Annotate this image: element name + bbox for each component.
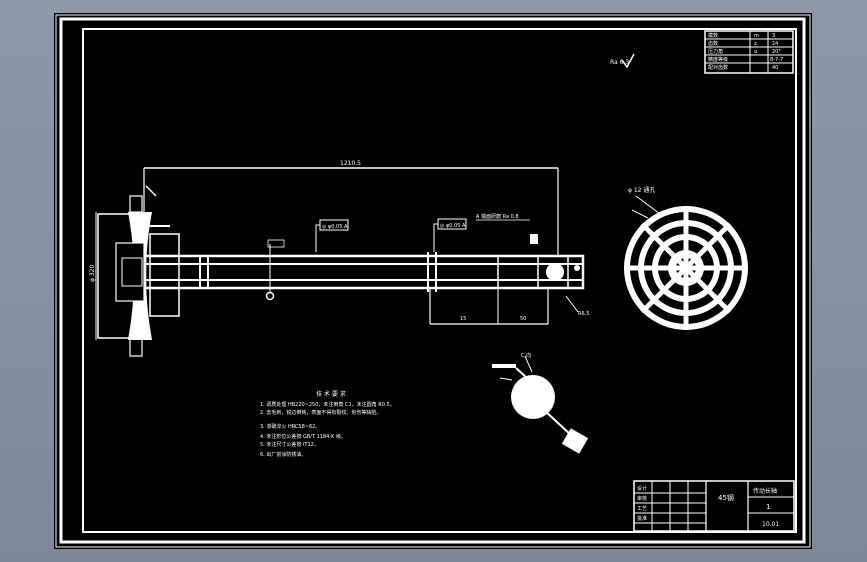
- note-3: 3. 渗碳淬火 HRC58~62。: [260, 423, 320, 430]
- material-label: 45钢: [718, 493, 734, 502]
- quantity-label: 1: [766, 503, 770, 511]
- sheet-edge-highlight: [55, 14, 811, 548]
- tolerance-frame-2: ◎ φ0.05 A: [433, 218, 467, 252]
- svg-text:15: 15: [460, 316, 466, 322]
- note-5: 5. 未注尺寸公差按 IT12。: [260, 441, 319, 448]
- notes-title: 技 术 要 求: [316, 390, 346, 398]
- param-row-1-name: 齿数: [708, 40, 718, 47]
- part-name-label: 传动长轴: [753, 487, 777, 495]
- note-6: 6. 出厂前涂防锈油。: [260, 451, 306, 458]
- param-row-3-val: 8-7-7: [770, 57, 783, 63]
- param-row-2-val: 20°: [772, 49, 781, 55]
- param-row-0-val: 3: [772, 33, 775, 39]
- svg-text:Ra 6.3: Ra 6.3: [610, 59, 629, 66]
- param-row-3-name: 精度等级: [708, 56, 728, 63]
- roughness-symbol: Ra 6.3: [610, 53, 635, 69]
- svg-text:C 向: C 向: [521, 352, 531, 359]
- detail-view: C 向: [492, 352, 589, 454]
- svg-text:50: 50: [520, 316, 526, 322]
- small-callout-left: [267, 239, 285, 248]
- svg-text:◎ φ0.05 A: ◎ φ0.05 A: [322, 224, 348, 230]
- param-row-4-val: 40: [772, 65, 778, 71]
- svg-text:φ 320: φ 320: [89, 265, 96, 283]
- svg-text:1210.5: 1210.5: [340, 160, 361, 167]
- parameter-table: 模数 m 3 齿数 z 24 压力角 α 20° 精度等级 8-7-7 配对齿数…: [704, 30, 794, 74]
- param-row-1-sym: z: [754, 41, 757, 47]
- right-section-box: 15 50 R6.5: [429, 288, 589, 325]
- svg-text:R6.5: R6.5: [578, 311, 589, 317]
- title-row-1: 审核: [637, 495, 647, 502]
- outer-border-frame: [59, 17, 806, 544]
- drawing-number-label: 10.01: [762, 521, 779, 528]
- note-1: 1. 调质处理 HB220~250，未注倒角 C1，未注圆角 R0.5。: [260, 401, 395, 408]
- param-row-2-name: 压力角: [708, 48, 723, 55]
- note-2: 2. 去毛刺，锐边倒钝，表面不得有裂纹、划伤等缺陷。: [260, 409, 381, 416]
- tolerance-frame-1: ◎ φ0.05 A: [315, 219, 349, 252]
- note-4: 4. 未注形位公差按 GB/T 1184-K 级。: [260, 433, 346, 440]
- end-view: φ 12 通孔: [624, 186, 748, 330]
- param-row-1-val: 24: [772, 41, 778, 47]
- param-row-4-name: 配对齿数: [708, 64, 728, 71]
- title-row-3: 批准: [637, 515, 647, 522]
- left-flange: φ 320: [89, 185, 180, 357]
- surface-callout: A 端面研磨 Ra 0.8: [476, 213, 538, 244]
- title-row-0: 设计: [637, 485, 647, 492]
- title-block: 设计 审核 工艺 批准 45钢 传动长轴 1 10.01: [633, 480, 795, 532]
- inner-border-frame: [82, 28, 797, 533]
- title-row-2: 工艺: [637, 506, 647, 512]
- param-row-0-name: 模数: [708, 32, 718, 39]
- technical-notes: 技 术 要 求 1. 调质处理 HB220~250，未注倒角 C1，未注圆角 R…: [260, 390, 395, 458]
- shaft-body: [143, 244, 585, 301]
- svg-text:φ 12 通孔: φ 12 通孔: [628, 186, 655, 194]
- svg-text:◎ φ0.05 A: ◎ φ0.05 A: [440, 223, 466, 229]
- param-row-0-sym: m: [754, 33, 759, 39]
- svg-text:A 端面研磨 Ra 0.8: A 端面研磨 Ra 0.8: [476, 213, 519, 220]
- param-row-2-sym: α: [754, 49, 758, 55]
